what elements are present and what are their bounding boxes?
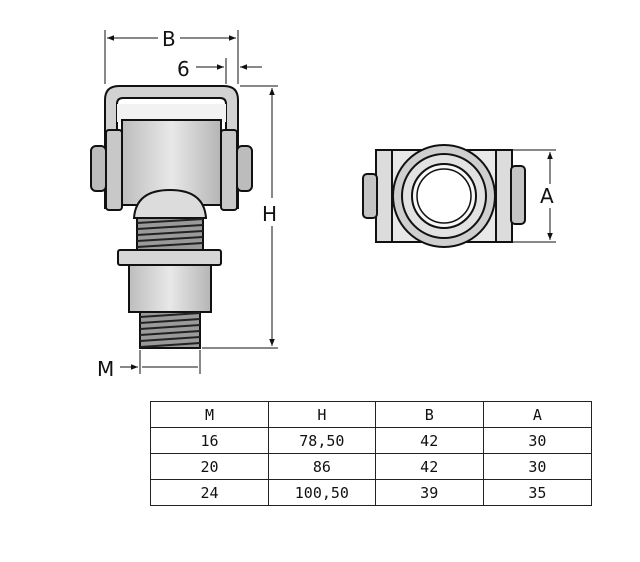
table-cell: 16 bbox=[149, 427, 270, 454]
table-cell: 42 bbox=[374, 427, 484, 454]
technical-drawing: B 6 H M A bbox=[90, 27, 556, 381]
table-cell: 78,50 bbox=[268, 427, 376, 454]
dimension-b bbox=[104, 30, 239, 84]
table-cell: 35 bbox=[482, 479, 593, 506]
left-pin bbox=[90, 145, 107, 192]
dimension-m bbox=[120, 350, 201, 374]
dim-label-h: H bbox=[262, 202, 277, 226]
column-header: H bbox=[268, 401, 376, 428]
side-view bbox=[90, 85, 253, 349]
dimension-h bbox=[202, 85, 278, 349]
dimension-6 bbox=[196, 58, 262, 84]
top-view bbox=[362, 144, 526, 248]
table-cell: 24 bbox=[149, 479, 270, 506]
column-header: B bbox=[374, 401, 484, 428]
table-row: 16 78,50 42 30 bbox=[149, 427, 593, 454]
lower-thread bbox=[139, 311, 201, 349]
top-left-pin bbox=[362, 173, 378, 219]
table-cell: 39 bbox=[374, 479, 484, 506]
threaded-body bbox=[128, 264, 212, 313]
swivel-dome bbox=[132, 188, 208, 219]
top-right-pin bbox=[510, 165, 526, 225]
table-cell: 86 bbox=[268, 453, 376, 480]
table-cell: 100,50 bbox=[268, 479, 376, 506]
dim-label-a: A bbox=[540, 184, 554, 208]
dim-label-6: 6 bbox=[177, 57, 190, 81]
table-cell: 20 bbox=[149, 453, 270, 480]
table-header-row: M H B A bbox=[149, 401, 593, 428]
table-row: 24 100,50 39 35 bbox=[149, 479, 593, 506]
table-row: 20 86 42 30 bbox=[149, 453, 593, 480]
dim-label-b: B bbox=[162, 27, 176, 51]
dimension-a bbox=[512, 149, 556, 243]
dimension-table: M H B A 16 78,50 42 30 20 86 42 30 24 10… bbox=[149, 401, 593, 506]
table-cell: 42 bbox=[374, 453, 484, 480]
table-cell: 30 bbox=[482, 427, 593, 454]
column-header: A bbox=[482, 401, 593, 428]
right-pin bbox=[236, 145, 253, 192]
table-cell: 30 bbox=[482, 453, 593, 480]
column-header: M bbox=[149, 401, 270, 428]
dim-label-m: M bbox=[97, 357, 114, 381]
flange bbox=[117, 249, 222, 266]
